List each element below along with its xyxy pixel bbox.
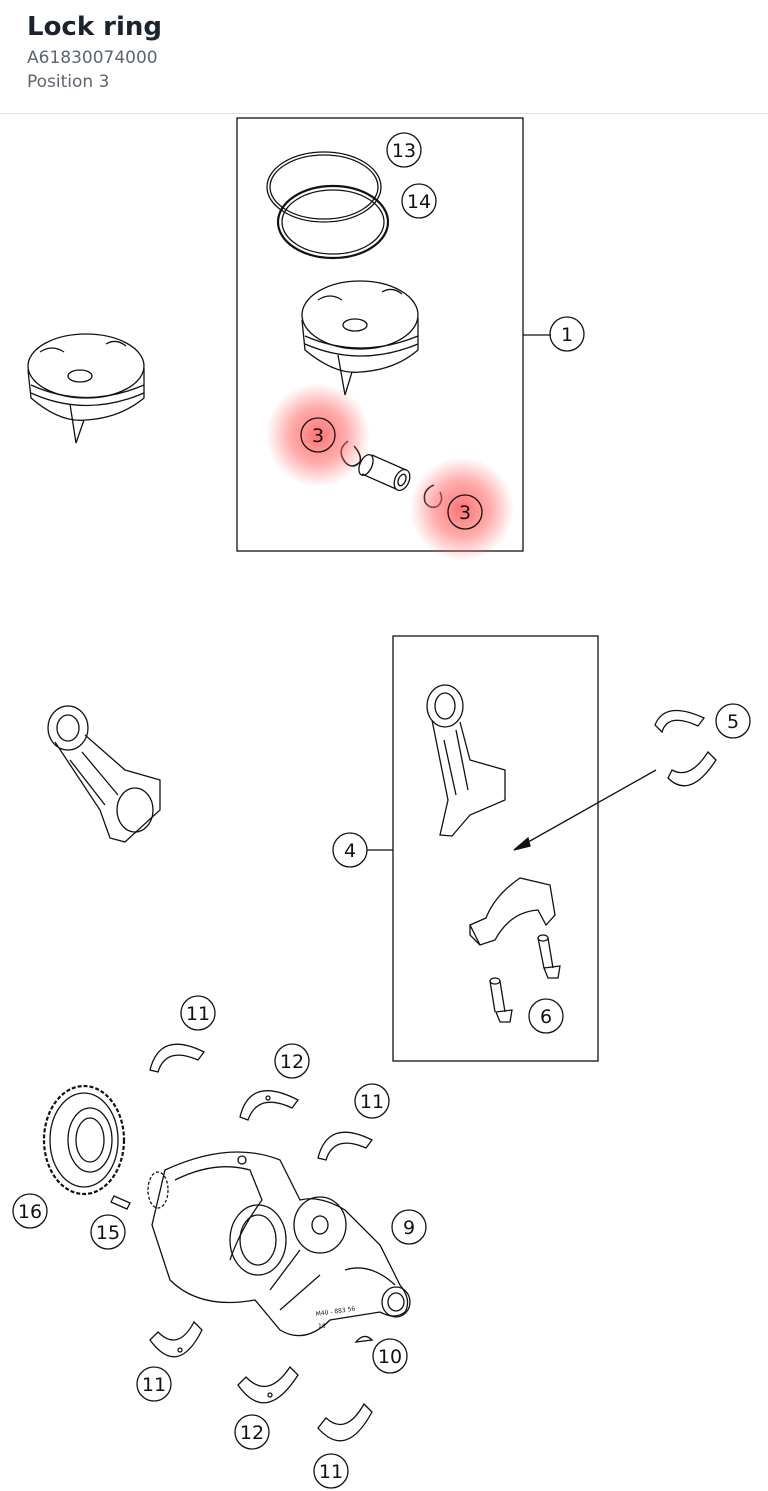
callout-circle-11-d[interactable] <box>313 1453 349 1489</box>
conrod-standalone <box>47 705 161 843</box>
callout-16: 16 <box>18 1201 42 1223</box>
callout-1: 1 <box>561 324 573 346</box>
part-header: Lock ring A61830074000 Position 3 <box>0 0 768 114</box>
conrod-bolt-left <box>489 977 513 1023</box>
callout-circle-13[interactable] <box>386 132 422 168</box>
conrod-bolt-right <box>537 934 561 979</box>
exploded-parts-diagram: M40 - 883 56 16 <box>12 117 751 1489</box>
callout-4: 4 <box>344 840 356 862</box>
part-number: A61830074000 <box>27 48 158 68</box>
callout-circle-10[interactable] <box>372 1338 408 1374</box>
piston-standalone <box>27 333 145 444</box>
callout-3-left: 3 <box>312 425 324 447</box>
callout-circle-9[interactable] <box>391 1209 427 1245</box>
callout-circle-4[interactable] <box>332 832 368 868</box>
piston-ring-13 <box>266 151 382 223</box>
callout-circle-3-left[interactable] <box>300 417 336 453</box>
main-bearing-11-mid <box>317 1131 373 1161</box>
main-bearing-11-lower-left <box>149 1320 203 1358</box>
callout-3-right: 3 <box>459 502 471 524</box>
piston-ring-14 <box>276 184 390 260</box>
callout-5: 5 <box>727 711 739 733</box>
callout-circle-11-a[interactable] <box>180 995 216 1031</box>
crankshaft-stamp-2: 16 <box>318 1323 326 1330</box>
conrod-cap <box>469 877 556 946</box>
callout-circle-3-right[interactable] <box>447 494 483 530</box>
piston-in-kit <box>301 280 419 396</box>
conrod-bearing-5 <box>654 709 717 787</box>
highlight-position-3-left <box>266 383 370 487</box>
callout-12-a: 12 <box>280 1051 304 1073</box>
callout-11-d: 11 <box>319 1461 343 1483</box>
callout-circle-16[interactable] <box>12 1193 48 1229</box>
callout-11-c: 11 <box>142 1374 166 1396</box>
callout-14: 14 <box>407 191 431 213</box>
main-bearing-12-lower <box>237 1365 299 1404</box>
main-bearing-11-lower-right <box>317 1402 373 1442</box>
callout-12-b: 12 <box>240 1422 264 1444</box>
callout-13: 13 <box>392 140 416 162</box>
callout-circle-15[interactable] <box>90 1214 126 1250</box>
callout-circle-6[interactable] <box>528 998 564 1034</box>
woodruff-key-10 <box>354 1335 374 1343</box>
callout-6: 6 <box>540 1006 552 1028</box>
dowel-pin-15 <box>110 1195 131 1210</box>
callout-11-b: 11 <box>360 1091 384 1113</box>
callout-circle-5[interactable] <box>715 703 751 739</box>
callout-circle-11-b[interactable] <box>354 1083 390 1119</box>
conrod-kit-frame <box>392 635 599 1062</box>
callout-15: 15 <box>96 1222 120 1244</box>
main-bearing-11-top <box>149 1043 205 1073</box>
callout-circle-12-a[interactable] <box>274 1043 310 1079</box>
part-title: Lock ring <box>27 12 163 42</box>
crankshaft-gear-16 <box>42 1084 126 1196</box>
crankshaft-stamp: M40 - 883 56 <box>315 1305 356 1317</box>
crankshaft-9 <box>147 1151 411 1337</box>
callout-circle-1[interactable] <box>549 316 585 352</box>
callout-10: 10 <box>378 1346 402 1368</box>
callout-11-a: 11 <box>186 1003 210 1025</box>
conrod-in-kit <box>426 684 506 837</box>
callout-9: 9 <box>403 1217 415 1239</box>
highlight-position-3-right <box>410 457 514 561</box>
part-position: Position 3 <box>27 72 110 92</box>
piston-pin <box>358 454 411 492</box>
callout-circle-14[interactable] <box>401 183 437 219</box>
callout-circle-12-b[interactable] <box>234 1414 270 1450</box>
callout-circle-11-c[interactable] <box>136 1366 172 1402</box>
main-bearing-12-top <box>239 1090 299 1121</box>
